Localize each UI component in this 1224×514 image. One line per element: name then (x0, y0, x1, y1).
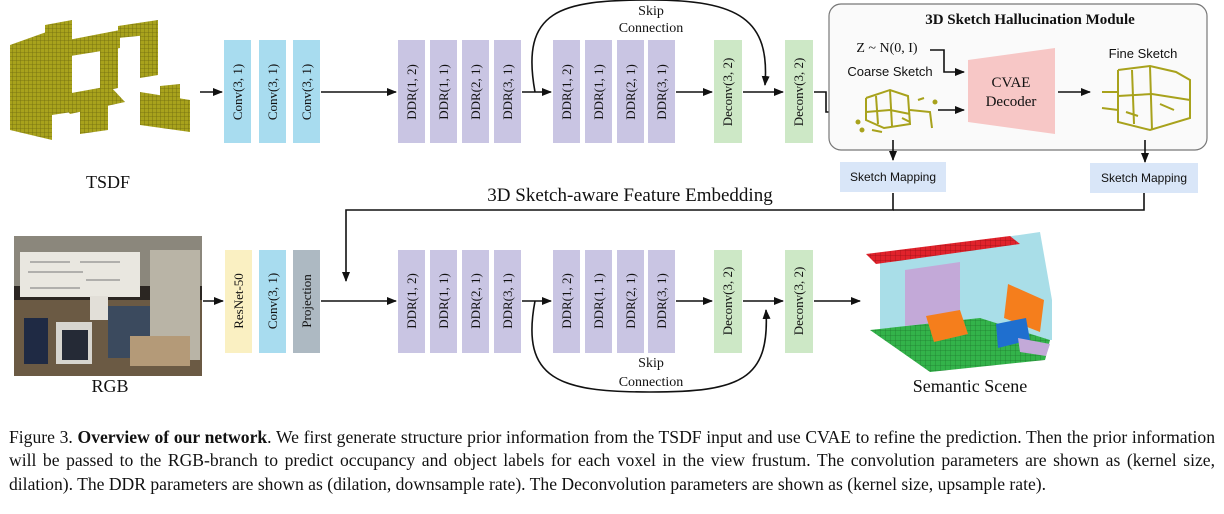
module-arrows (889, 49, 1149, 163)
sketch-module-title: 3D Sketch Hallucination Module (925, 12, 1135, 28)
bottom-ddr-b-3: DDR(2, 1) (623, 273, 638, 329)
bottom-ddr-b-2: DDR(1, 1) (591, 273, 606, 329)
embedding-arrows (342, 193, 1145, 282)
bottom-deconv-2 (785, 250, 813, 353)
top-deconv-1-label: Deconv(3, 2) (720, 58, 735, 127)
top-ddr-stack-a: DDR(1, 2) DDR(1, 1) DDR(2, 1) DDR(3, 1) (398, 40, 521, 143)
bottom-skip-label-1: Skip (638, 356, 664, 371)
top-ddr-a-1: DDR(1, 2) (404, 64, 419, 120)
bottom-arrows (203, 297, 861, 393)
top-conv-3-label: Conv(3, 1) (299, 64, 314, 120)
bottom-skip-label-2: Connection (619, 375, 684, 390)
cvae-label-1: CVAE (992, 75, 1031, 91)
top-deconv-2-label: Deconv(3, 2) (791, 58, 806, 127)
figure-caption: Figure 3. Overview of our network. We fi… (9, 426, 1215, 497)
projection-label: Projection (299, 274, 314, 328)
top-ddr-a-2: DDR(1, 1) (436, 64, 451, 120)
top-arrows (200, 0, 839, 116)
bottom-ddr-a-2: DDR(1, 1) (436, 273, 451, 329)
bottom-ddr-a-4: DDR(3, 1) (500, 273, 515, 329)
top-ddr-a-3: DDR(2, 1) (468, 64, 483, 120)
tsdf-label: TSDF (86, 172, 130, 192)
top-deconv-2 (785, 40, 813, 143)
network-diagram: TSDF Conv(3, 1) Conv(3, 1) Conv(3, 1) DD… (10, 0, 1208, 396)
top-ddr-stack-b: DDR(1, 2) DDR(1, 1) DDR(2, 1) DDR(3, 1) (553, 40, 675, 143)
resnet-block (225, 250, 252, 353)
sketch-mapping-left-label: Sketch Mapping (850, 170, 936, 184)
sketch-mapping-right (1090, 163, 1198, 193)
rgb-image (14, 236, 202, 376)
bottom-conv-label: Conv(3, 1) (265, 273, 280, 329)
top-ddr-b-3: DDR(2, 1) (623, 64, 638, 120)
bottom-ddr-stack-b: DDR(1, 2) DDR(1, 1) DDR(2, 1) DDR(3, 1) (553, 250, 675, 353)
bottom-conv (259, 250, 286, 353)
top-conv-3 (293, 40, 320, 143)
semantic-scene-label: Semantic Scene (913, 376, 1027, 396)
bottom-deconv-1 (714, 250, 742, 353)
rgb-label: RGB (91, 376, 128, 396)
top-deconv-1 (714, 40, 742, 143)
fine-sketch-image (1101, 64, 1191, 132)
noise-label: Z ~ N(0, I) (856, 41, 918, 56)
coarse-sketch-label: Coarse Sketch (847, 64, 932, 79)
bottom-deconv-2-label: Deconv(3, 2) (791, 267, 806, 336)
bottom-ddr-a-1: DDR(1, 2) (404, 273, 419, 329)
top-conv-stack: Conv(3, 1) Conv(3, 1) Conv(3, 1) (224, 40, 320, 143)
fine-sketch-label: Fine Sketch (1109, 46, 1178, 61)
top-skip-label-1: Skip (638, 4, 664, 19)
bottom-ddr-a-3: DDR(2, 1) (468, 273, 483, 329)
semantic-scene-image (866, 232, 1052, 372)
top-ddr-b-4: DDR(3, 1) (654, 64, 669, 120)
cvae-decoder (968, 48, 1055, 134)
tsdf-image (10, 20, 190, 140)
embedding-label: 3D Sketch-aware Feature Embedding (487, 185, 773, 206)
coarse-sketch-image (855, 88, 938, 133)
projection-block (293, 250, 320, 353)
top-conv-2-label: Conv(3, 1) (265, 64, 280, 120)
top-ddr-b-2: DDR(1, 1) (591, 64, 606, 120)
cvae-label-2: Decoder (986, 94, 1037, 110)
caption-prefix: Figure 3. (9, 426, 78, 447)
top-skip-label-2: Connection (619, 21, 684, 36)
caption-body: . We first generate structure prior info… (9, 426, 1215, 494)
top-conv-1-label: Conv(3, 1) (230, 64, 245, 120)
top-conv-1 (224, 40, 251, 143)
caption-bold-title: Overview of our network (77, 426, 268, 447)
top-conv-2 (259, 40, 286, 143)
sketch-mapping-left (840, 162, 946, 192)
top-ddr-a-4: DDR(3, 1) (500, 64, 515, 120)
bottom-ddr-b-1: DDR(1, 2) (559, 273, 574, 329)
bottom-ddr-b-4: DDR(3, 1) (654, 273, 669, 329)
sketch-mapping-right-label: Sketch Mapping (1101, 171, 1187, 185)
top-ddr-b-1: DDR(1, 2) (559, 64, 574, 120)
resnet-label: ResNet-50 (231, 273, 246, 329)
bottom-ddr-stack-a: DDR(1, 2) DDR(1, 1) DDR(2, 1) DDR(3, 1) (398, 250, 521, 353)
bottom-deconv-1-label: Deconv(3, 2) (720, 267, 735, 336)
